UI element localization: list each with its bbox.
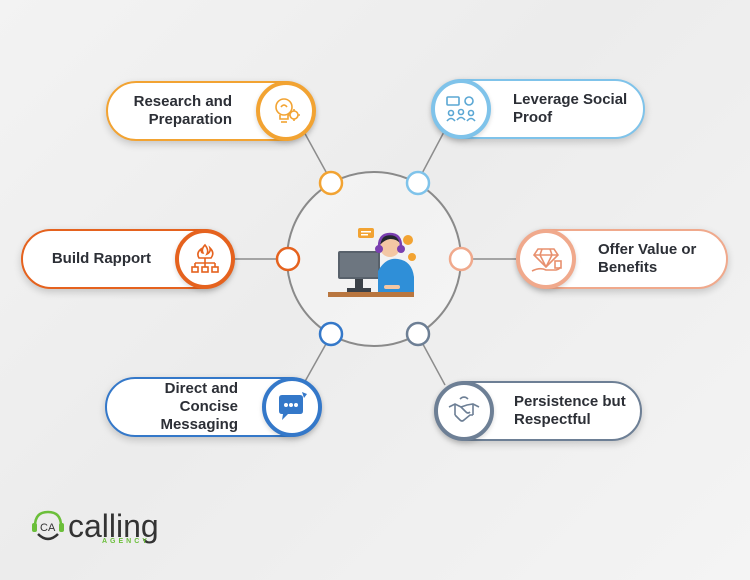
label-line-1: Persistence but (514, 393, 626, 410)
ca-monogram-logo: CA (32, 510, 64, 541)
label-line-2: Preparation (148, 111, 232, 128)
handshake-icon (434, 381, 494, 441)
label-line-2: Proof (513, 109, 553, 126)
connector-dot-value (448, 246, 474, 272)
label-line-1: Build Rapport (51, 250, 151, 267)
label-line-1: Offer Value or (598, 241, 697, 258)
node-build-rapport: Build Rapport (21, 229, 235, 289)
label-line-2: Respectful (514, 411, 591, 428)
logo-wordmark: calling (68, 508, 159, 544)
chat-bubble-icon (262, 377, 322, 437)
social-proof-icon (431, 79, 491, 139)
connector-dot-social (405, 170, 431, 196)
diamond-hand-icon (516, 229, 576, 289)
label-line-1: Research and (133, 93, 232, 110)
network-fire-icon (175, 229, 235, 289)
logo-subtitle: AGENCY (102, 538, 150, 545)
label-line-2: Benefits (598, 259, 658, 276)
node-label: Build Rapport (39, 231, 151, 287)
label-line-2: Messaging (160, 416, 238, 433)
connector-dot-research (318, 170, 344, 196)
agent-illustration (328, 228, 416, 297)
lightbulb-gear-icon (256, 81, 316, 141)
connector-dot-persistence (405, 321, 431, 347)
connector-dot-rapport (275, 246, 301, 272)
label-line-1: Leverage Social (513, 91, 628, 108)
connector-dot-messaging (318, 321, 344, 347)
logo-monogram: CA (40, 522, 56, 534)
label-line-1: Direct and Concise (164, 380, 238, 415)
